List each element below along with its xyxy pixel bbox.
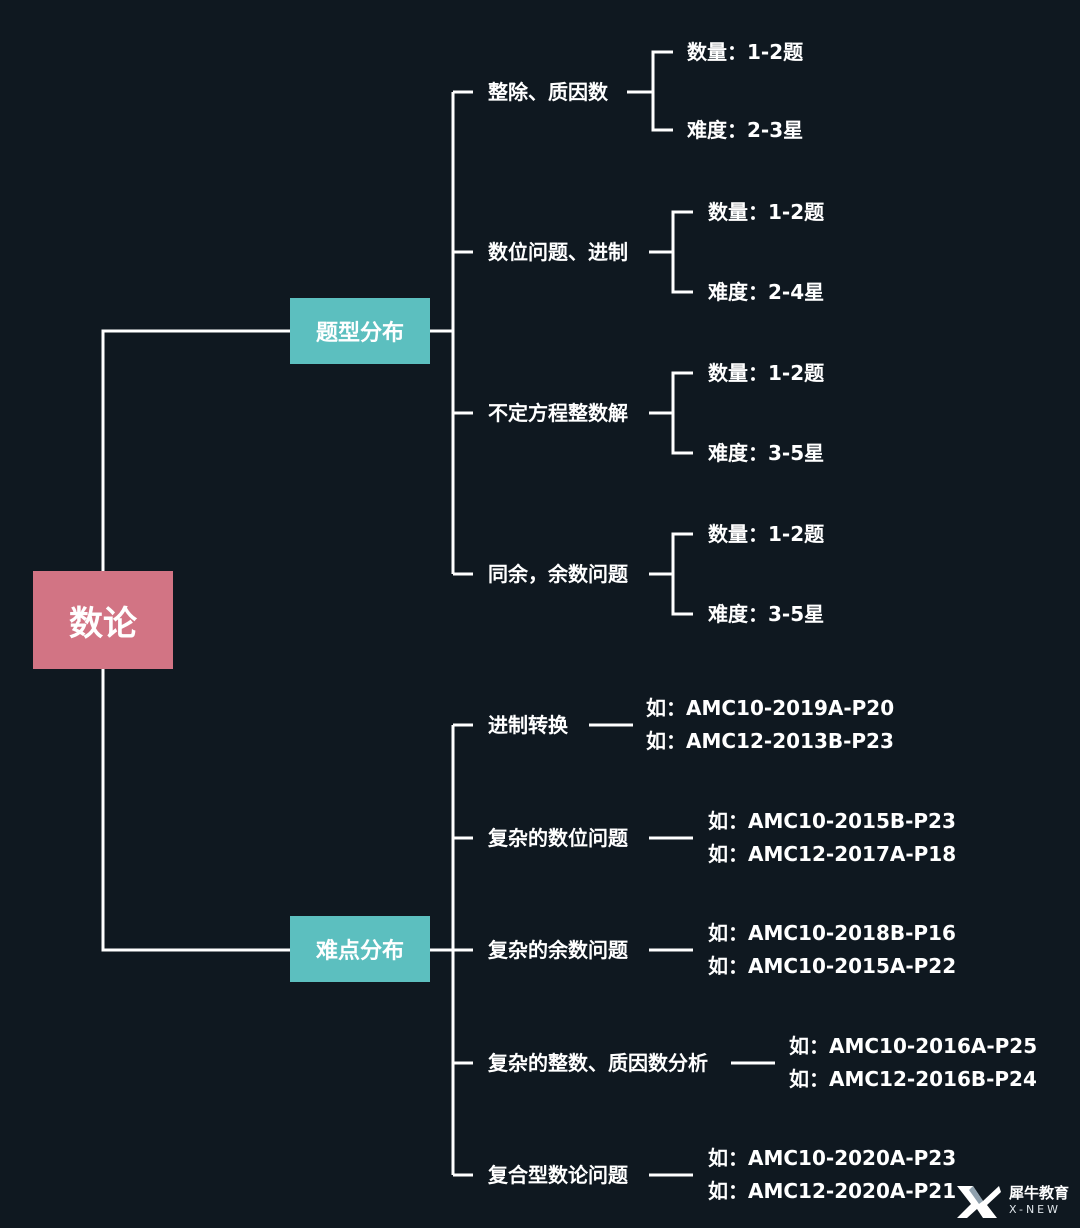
topic-divisibility-prime-factors: 整除、质因数 <box>488 80 608 104</box>
difficulty-topic-complex-digit-problems: 复杂的数位问题 <box>488 826 628 850</box>
root-node-number-theory: 数论 <box>33 571 173 669</box>
example-item: 如：AMC10-2019A-P20 <box>646 696 895 720</box>
topic-digit-problems-bases: 数位问题、进制 <box>488 240 628 264</box>
watermark-brand: X-NEW <box>1009 1203 1062 1216</box>
difficulty-topic-complex-remainder-problems: 复杂的余数问题 <box>488 938 628 962</box>
topic-difficulty: 难度：3-5星 <box>708 441 825 465</box>
example-item: 如：AMC12-2016B-P24 <box>789 1067 1037 1091</box>
example-item: 如：AMC12-2020A-P21 <box>708 1179 957 1203</box>
topic-difficulty: 难度：2-3星 <box>687 118 804 142</box>
topic-count: 数量：1-2题 <box>708 522 825 546</box>
watermark-name: 犀牛教育 <box>1009 1184 1070 1202</box>
topic-diophantine-equations: 不定方程整数解 <box>488 401 628 425</box>
example-list: 如：AMC10-2015B-P23 如：AMC12-2017A-P18 <box>708 805 956 871</box>
topic-congruence-remainders: 同余，余数问题 <box>488 562 628 586</box>
example-list: 如：AMC10-2019A-P20 如：AMC12-2013B-P23 <box>646 692 894 758</box>
example-item: 如：AMC10-2015B-P23 <box>708 809 956 833</box>
example-item: 如：AMC12-2017A-P18 <box>708 842 957 866</box>
section-node-question-distribution: 题型分布 <box>290 298 430 364</box>
example-item: 如：AMC12-2013B-P23 <box>646 729 894 753</box>
topic-count: 数量：1-2题 <box>708 361 825 385</box>
example-item: 如：AMC10-2015A-P22 <box>708 954 957 978</box>
section-node-difficulty-distribution: 难点分布 <box>290 916 430 982</box>
example-list: 如：AMC10-2016A-P25 如：AMC12-2016B-P24 <box>789 1030 1037 1096</box>
example-list: 如：AMC10-2020A-P23 如：AMC12-2020A-P21 <box>708 1142 956 1208</box>
x-new-logo-icon <box>957 1186 1001 1218</box>
topic-difficulty: 难度：2-4星 <box>708 280 825 304</box>
difficulty-topic-base-conversion: 进制转换 <box>488 713 568 737</box>
example-item: 如：AMC10-2016A-P25 <box>789 1034 1038 1058</box>
topic-count: 数量：1-2题 <box>687 40 804 64</box>
example-list: 如：AMC10-2018B-P16 如：AMC10-2015A-P22 <box>708 917 956 983</box>
example-item: 如：AMC10-2018B-P16 <box>708 921 956 945</box>
difficulty-topic-integer-prime-analysis: 复杂的整数、质因数分析 <box>488 1051 708 1075</box>
topic-count: 数量：1-2题 <box>708 200 825 224</box>
example-item: 如：AMC10-2020A-P23 <box>708 1146 957 1170</box>
watermark-logo: 犀牛教育 X-NEW <box>953 1180 1075 1224</box>
topic-difficulty: 难度：3-5星 <box>708 602 825 626</box>
difficulty-topic-composite-problems: 复合型数论问题 <box>488 1163 628 1187</box>
